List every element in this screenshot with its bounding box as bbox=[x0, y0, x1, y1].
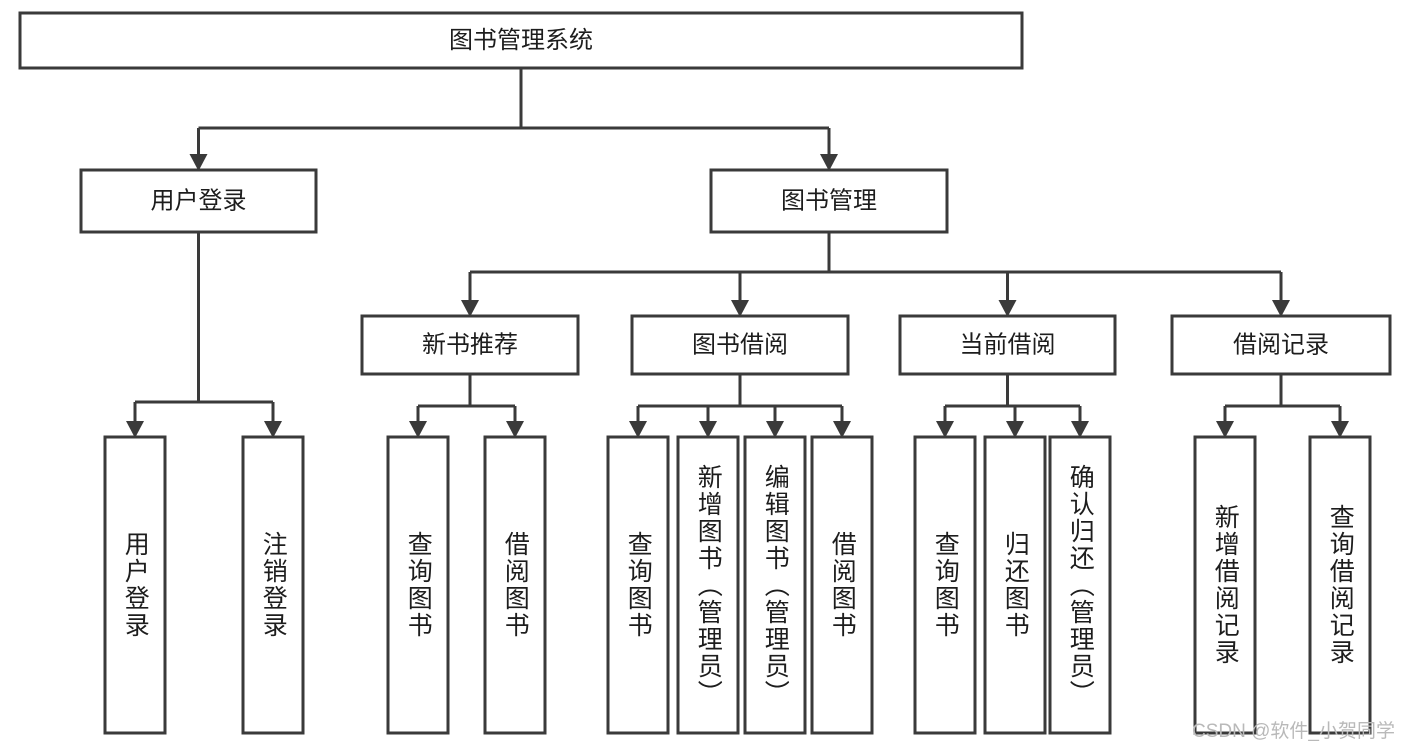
node-leaf-confirm-return-admin[interactable] bbox=[1048, 435, 1112, 735]
node-box[interactable] bbox=[360, 314, 580, 376]
node-box[interactable] bbox=[709, 168, 949, 234]
node-label-current-borrow: 当前借阅 bbox=[960, 331, 1056, 358]
node-borrow-record[interactable] bbox=[1170, 314, 1392, 376]
node-label-book-manage: 图书管理 bbox=[781, 187, 877, 214]
arrow-head-icon bbox=[1006, 421, 1024, 438]
arrow-head-icon bbox=[1216, 421, 1234, 438]
node-box[interactable] bbox=[630, 314, 850, 376]
watermark-text: CSDN @软件_小贺同学 bbox=[1192, 721, 1395, 742]
node-new-book-recommend[interactable] bbox=[360, 314, 580, 376]
node-box-layer bbox=[18, 11, 1392, 735]
arrow-head-icon bbox=[998, 300, 1017, 317]
node-leaf-edit-book-admin[interactable] bbox=[743, 435, 807, 735]
node-box[interactable] bbox=[606, 435, 670, 735]
arrow-head-icon bbox=[1272, 300, 1290, 317]
arrow-head-icon bbox=[1331, 421, 1349, 438]
node-user-login[interactable] bbox=[79, 168, 318, 234]
node-leaf-user-logout[interactable] bbox=[241, 435, 305, 735]
node-leaf-return-book[interactable] bbox=[983, 435, 1047, 735]
arrow-head-icon bbox=[699, 421, 717, 438]
node-leaf-query-book-current[interactable] bbox=[913, 435, 977, 735]
node-label-borrow-record: 借阅记录 bbox=[1233, 331, 1329, 358]
node-leaf-query-book-rec[interactable] bbox=[386, 435, 450, 735]
node-box[interactable] bbox=[1048, 435, 1112, 735]
arrow-head-icon bbox=[264, 421, 282, 438]
node-leaf-borrow-book-rec[interactable] bbox=[483, 435, 547, 735]
arrow-head-icon bbox=[820, 154, 838, 171]
node-box[interactable] bbox=[386, 435, 450, 735]
node-box[interactable] bbox=[743, 435, 807, 735]
node-current-borrow[interactable] bbox=[898, 314, 1117, 376]
arrow-head-icon bbox=[126, 421, 144, 438]
node-book-manage[interactable] bbox=[709, 168, 949, 234]
node-box[interactable] bbox=[898, 314, 1117, 376]
arrow-head-icon bbox=[189, 154, 208, 171]
node-box[interactable] bbox=[1193, 435, 1257, 735]
arrow-head-icon bbox=[936, 421, 954, 438]
node-box[interactable] bbox=[810, 435, 874, 735]
arrow-head-icon bbox=[1071, 421, 1089, 438]
node-box[interactable] bbox=[1170, 314, 1392, 376]
arrow-head-icon bbox=[833, 421, 851, 438]
arrow-head-icon bbox=[766, 421, 784, 438]
node-box[interactable] bbox=[983, 435, 1047, 735]
node-box[interactable] bbox=[1308, 435, 1372, 735]
node-box[interactable] bbox=[79, 168, 318, 234]
node-box[interactable] bbox=[913, 435, 977, 735]
node-box[interactable] bbox=[103, 435, 167, 735]
node-box[interactable] bbox=[676, 435, 740, 735]
node-leaf-borrow-book[interactable] bbox=[810, 435, 874, 735]
node-label-book-borrow: 图书借阅 bbox=[692, 331, 788, 358]
node-label-user-login: 用户登录 bbox=[151, 187, 247, 214]
node-box[interactable] bbox=[483, 435, 547, 735]
node-leaf-query-borrow-record[interactable] bbox=[1308, 435, 1372, 735]
node-label-root: 图书管理系统 bbox=[449, 27, 593, 54]
node-box[interactable] bbox=[241, 435, 305, 735]
node-leaf-user-login[interactable] bbox=[103, 435, 167, 735]
node-leaf-add-borrow-record[interactable] bbox=[1193, 435, 1257, 735]
node-root[interactable] bbox=[18, 11, 1024, 70]
node-leaf-add-book-admin[interactable] bbox=[676, 435, 740, 735]
node-box[interactable] bbox=[18, 11, 1024, 70]
node-label-new-book-recommend: 新书推荐 bbox=[422, 331, 518, 358]
arrow-head-icon bbox=[506, 421, 524, 438]
node-book-borrow[interactable] bbox=[630, 314, 850, 376]
node-leaf-query-book-borrow[interactable] bbox=[606, 435, 670, 735]
arrow-head-icon bbox=[409, 421, 427, 438]
arrow-head-icon bbox=[731, 300, 749, 317]
connector-layer bbox=[126, 68, 1349, 438]
arrow-head-icon bbox=[629, 421, 647, 438]
arrow-head-icon bbox=[461, 300, 479, 317]
